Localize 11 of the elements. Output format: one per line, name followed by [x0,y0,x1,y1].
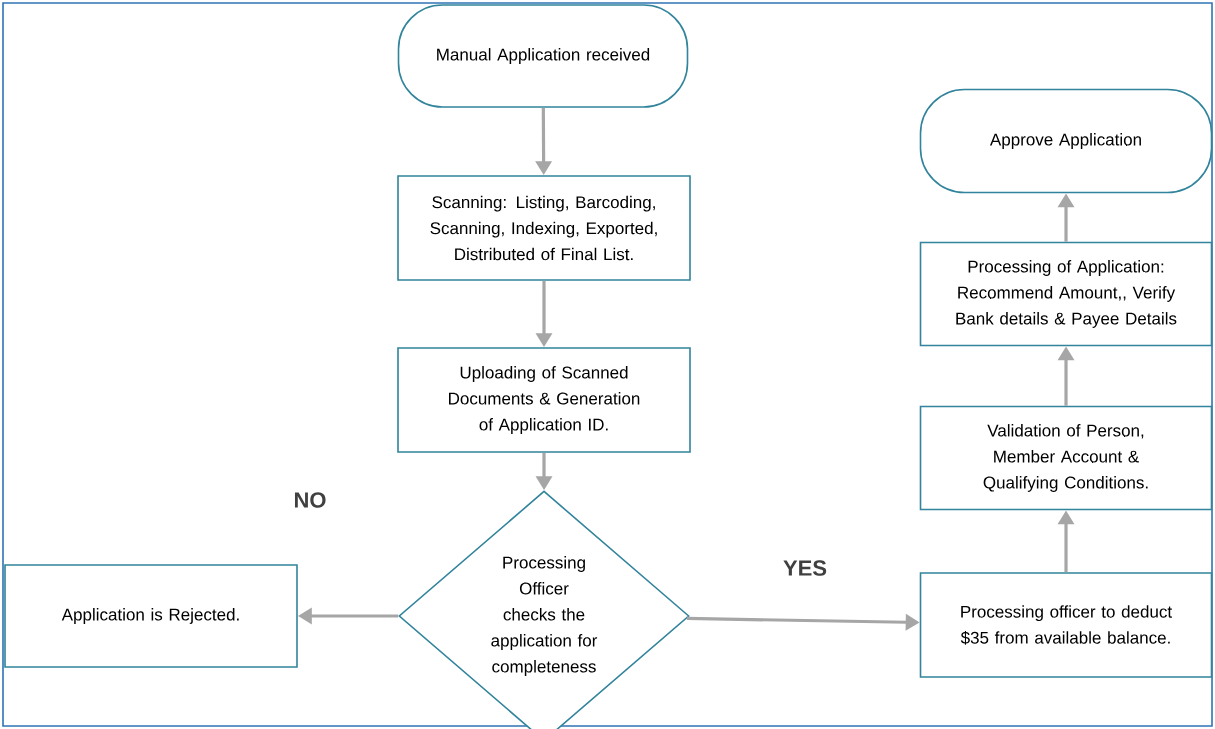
edge-label: NO [291,490,329,510]
process-box: Processing of Application: Recommend Amount,, Verify Bank details & Payee Details [919,241,1213,347]
process-box: Application is Rejected. [4,564,298,668]
node-label: Processing Officer checks the application for completeness [491,556,598,676]
process-box: Uploading of Scanned Documents & Generation of Application ID. [397,347,691,453]
terminal-box: Approve Application [919,88,1213,194]
terminal-box: Manual Application received [397,4,689,108]
process-box: Processing officer to deduct $35 from available balance. [919,572,1213,678]
process-box: Scanning: Listing, Barcoding, Scanning, Indexing, Exported, Distributed of Final List. [397,175,691,281]
edge-label: YES [781,558,829,578]
process-box: Validation of Person, Member Account & Qualifying Conditions. [919,405,1213,511]
